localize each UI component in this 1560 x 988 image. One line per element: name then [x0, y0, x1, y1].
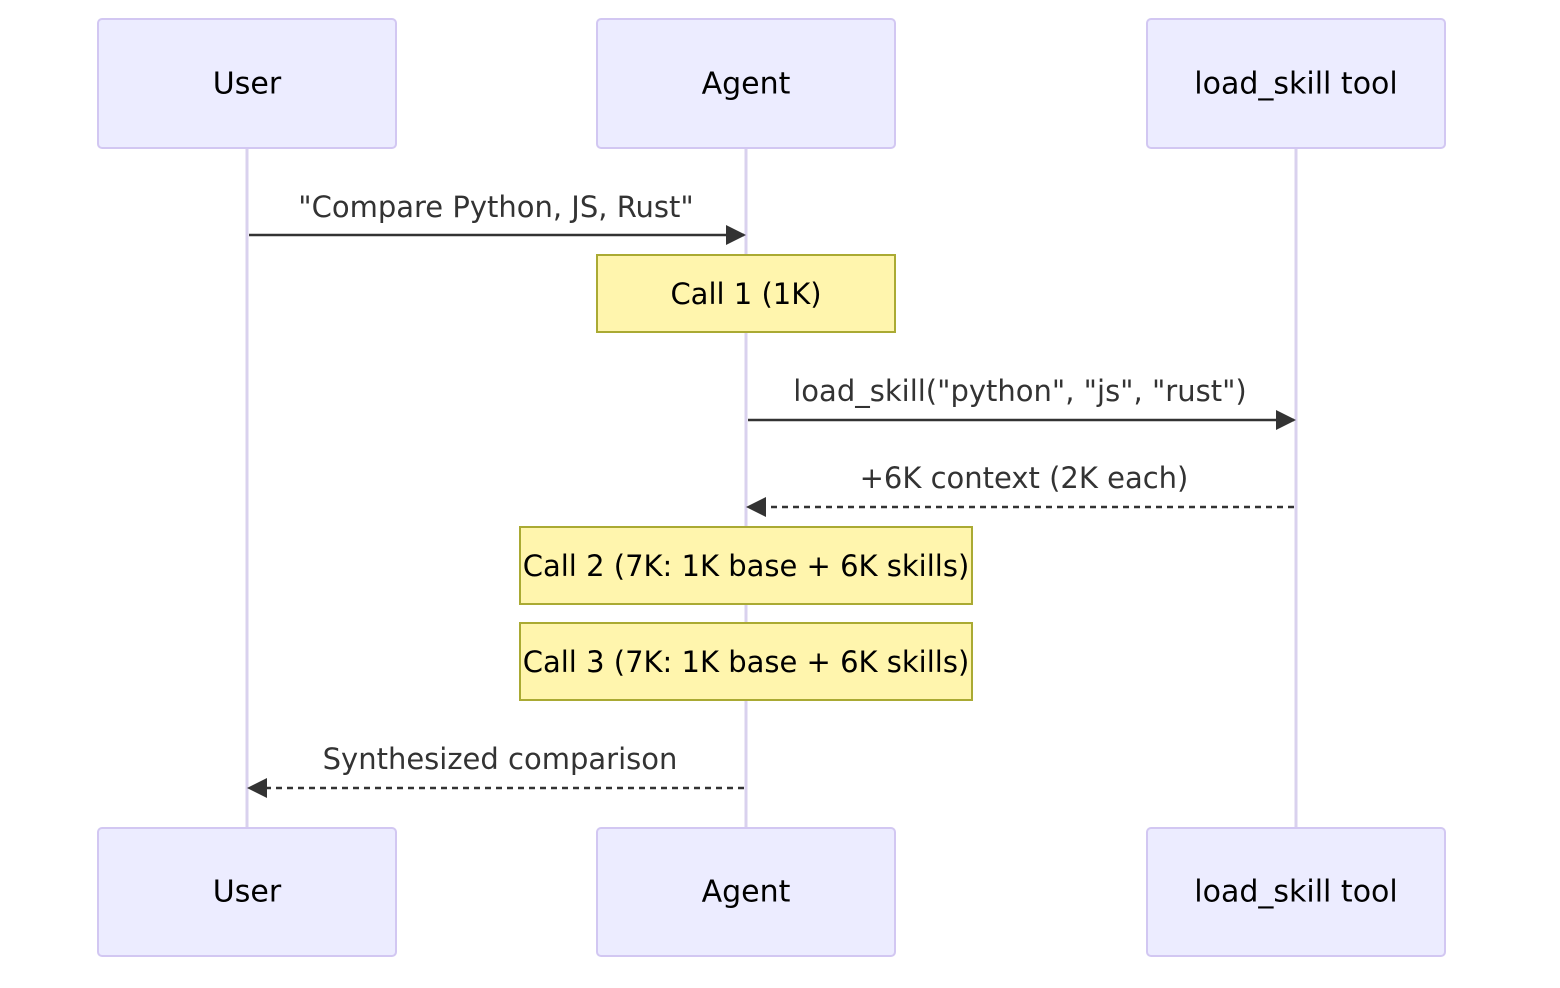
- message-synthesized-comparison: Synthesized comparison: [247, 742, 744, 798]
- participant-label: load_skill tool: [1194, 875, 1397, 910]
- message-label: +6K context (2K each): [860, 461, 1189, 495]
- note-text: Call 1 (1K): [670, 277, 821, 311]
- message-label: Synthesized comparison: [323, 742, 678, 776]
- message-compare-request: "Compare Python, JS, Rust": [249, 190, 746, 245]
- participant-label: Agent: [702, 67, 791, 102]
- message-label: load_skill("python", "js", "rust"): [793, 374, 1246, 408]
- participant-label: load_skill tool: [1194, 67, 1397, 102]
- note-call-1: Call 1 (1K): [596, 254, 896, 333]
- message-label: "Compare Python, JS, Rust": [298, 190, 694, 224]
- participant-bottom-load-skill-tool: load_skill tool: [1146, 827, 1446, 957]
- participant-label: User: [213, 875, 282, 910]
- message-load-skill-call: load_skill("python", "js", "rust"): [748, 374, 1296, 430]
- note-text: Call 2 (7K: 1K base + 6K skills): [523, 549, 970, 583]
- participant-top-load-skill-tool: load_skill tool: [1146, 18, 1446, 149]
- participant-bottom-user: User: [97, 827, 397, 957]
- participant-label: Agent: [702, 875, 791, 910]
- note-text: Call 3 (7K: 1K base + 6K skills): [523, 645, 970, 679]
- participant-top-user: User: [97, 18, 397, 149]
- participant-top-agent: Agent: [596, 18, 896, 149]
- message-context-return: +6K context (2K each): [746, 461, 1294, 517]
- note-call-3: Call 3 (7K: 1K base + 6K skills): [519, 622, 973, 701]
- note-call-2: Call 2 (7K: 1K base + 6K skills): [519, 526, 973, 605]
- participant-label: User: [213, 67, 282, 102]
- participant-bottom-agent: Agent: [596, 827, 896, 957]
